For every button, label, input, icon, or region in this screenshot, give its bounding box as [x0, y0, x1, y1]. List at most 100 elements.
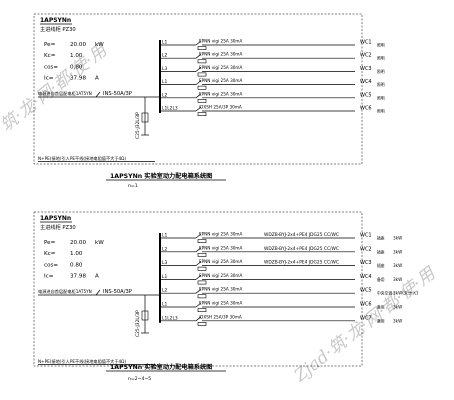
spd-label: C25-J32L/3P — [135, 310, 141, 337]
param-label: cos= — [44, 64, 58, 70]
circuit-id: WC2 — [360, 53, 372, 59]
circuit-id: WC5 — [360, 92, 372, 98]
breaker-symbol — [195, 106, 202, 112]
breaker-symbol — [195, 288, 202, 294]
breaker-symbol — [195, 247, 202, 253]
phase-label: L2 — [162, 288, 167, 294]
param-value: 37.98 — [70, 274, 86, 280]
breaker-label: iDXSH 25A/3P 30mA — [199, 314, 242, 319]
panel-sub-header: 主进线柜 PZ30 — [40, 223, 76, 231]
rcd-symbol — [197, 112, 207, 117]
rcd-symbol — [197, 321, 207, 326]
breaker-symbol — [195, 316, 202, 322]
phase-label: L2 — [162, 92, 167, 98]
circuit-id: WC3 — [360, 260, 372, 266]
rcd-symbol — [197, 308, 207, 313]
breaker-symbol — [195, 261, 202, 266]
breaker-symbol — [195, 275, 202, 280]
rcd-symbol — [197, 85, 207, 90]
circuit-id: WC1 — [360, 233, 372, 239]
rcd-symbol — [197, 266, 207, 271]
phase-label: L1 — [162, 233, 167, 239]
circuit-id: WC2 — [360, 246, 372, 252]
breaker-label: EPNN vigi 25A 30mA — [199, 273, 242, 278]
breaker-label: EPNN vigi 25A 30mA — [199, 301, 242, 306]
rcd-symbol — [197, 239, 207, 244]
circuit-row: L1L2L3 iDXSH 25A/3P 30mA WC7 备用 3kW — [160, 314, 402, 326]
breaker-label: EPNN vigi 25A 30mA — [199, 287, 242, 292]
phase-label: L2 — [162, 53, 167, 59]
param-value: 0.80 — [70, 262, 83, 268]
breaker-symbol — [195, 80, 202, 85]
circuit-id: WC5 — [360, 288, 372, 294]
cable-spec: WDZB-BYJ-2x4+PE4 JDG25 CC/WC — [264, 260, 339, 266]
load-power: 3kW — [393, 318, 402, 323]
circuit-id: WC1 — [360, 40, 372, 46]
load-label: 插座 — [377, 263, 385, 268]
param-label: cos= — [44, 262, 58, 268]
incoming-switch-label: INS-50A/3P — [103, 91, 132, 97]
panel-frame — [33, 211, 363, 367]
param-unit: A — [95, 76, 99, 82]
circuit-id: WC3 — [360, 66, 372, 72]
breaker-symbol — [195, 233, 202, 239]
param-label: Kc= — [44, 53, 56, 59]
rcd-symbol — [197, 46, 207, 51]
watermark-right: Zjad·筑·龙·网·都·使·用 — [290, 263, 441, 387]
spd-box — [141, 112, 149, 123]
phase-label: L1 — [162, 302, 167, 308]
breaker-label: EPNN vigi 25A 30mA — [199, 232, 242, 237]
incoming-switch — [95, 289, 101, 296]
phase-label: L1L2L3 — [162, 106, 178, 112]
param-unit: A — [95, 274, 99, 280]
load-label: 照明 — [377, 82, 385, 87]
param-value: 20.00 — [70, 42, 86, 48]
param-label: Kc= — [44, 251, 56, 257]
param-value: 1.00 — [70, 251, 83, 257]
param-value: 37.98 — [70, 76, 86, 82]
breaker-label: EPNN vigi 25A 30mA — [199, 91, 242, 96]
load-label: 照明 — [377, 69, 385, 74]
load-power: 3kW(未计入) — [393, 290, 418, 297]
phase-label: L3 — [162, 260, 167, 266]
breaker-symbol — [195, 40, 202, 46]
rcd-symbol — [197, 280, 207, 285]
circuit-id: WC6 — [360, 302, 372, 308]
circuit-id: WC4 — [360, 79, 372, 85]
phase-label: L1L2L3 — [162, 315, 178, 321]
spd-label: C25-J32L/3P — [135, 112, 141, 139]
incoming-text: 电源进自首层配电柜1AT5YN — [38, 90, 92, 97]
spd-box — [141, 310, 149, 321]
param-value: 0.80 — [70, 64, 83, 70]
load-label: 插座 — [377, 249, 385, 254]
rcd-symbol — [197, 59, 207, 64]
rcd-symbol — [197, 294, 207, 299]
rcd-symbol — [197, 72, 207, 77]
param-value: 20.00 — [70, 240, 86, 246]
diagram-title: 1APSYNn 实验室动力配电箱系统图 — [110, 363, 212, 371]
load-label: 备用 — [377, 318, 385, 323]
load-label: 插座 — [377, 236, 385, 241]
load-label: 中央空调 — [377, 291, 392, 296]
load-label: 照明 — [377, 109, 385, 114]
breaker-symbol — [195, 53, 202, 59]
load-power: 3kW — [393, 263, 402, 268]
phase-label: L3 — [162, 66, 167, 72]
panel-header: 1APSYNn — [40, 215, 71, 222]
rcd-symbol — [197, 253, 207, 257]
param-label: Pe= — [44, 42, 56, 48]
param-label: Pe= — [44, 240, 56, 246]
phase-label: L1 — [162, 40, 167, 46]
param-label: Ic= — [44, 76, 54, 82]
breaker-symbol — [195, 67, 202, 72]
circuit-id: WC7 — [360, 315, 372, 321]
param-value: 1.00 — [70, 53, 83, 59]
